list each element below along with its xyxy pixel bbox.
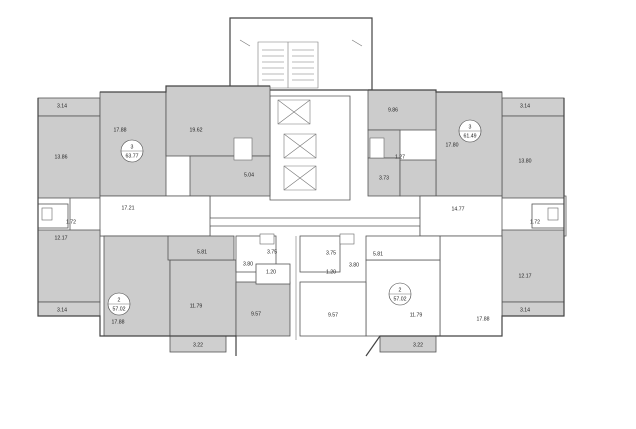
area-label: 1.72 [66,219,76,225]
apartment-rooms: 2 [118,297,121,303]
area-label: 12.17 [519,273,532,279]
area-label: 14.77 [452,206,465,212]
area-label: 9.57 [251,311,261,317]
area-label: 13.80 [519,158,532,164]
area-label: 3.75 [267,249,277,255]
area-label: 3.73 [379,175,389,181]
area-label: 3.80 [349,262,359,268]
apartment-rooms: 3 [131,144,134,150]
area-label: 17.21 [122,205,135,211]
outer-wall-left [37,85,270,356]
right-section [299,89,565,353]
area-label: 5.81 [373,251,383,257]
area-label: 3.14 [520,307,530,313]
area-label: 3.14 [57,103,67,109]
apartment-area: 57.02 [394,296,407,302]
outer-wall-right [365,89,565,357]
area-label: 1.20 [266,269,276,275]
apartment-area: 63.77 [126,153,139,159]
area-label: 3.75 [326,250,336,256]
area-label: 9.86 [388,107,398,113]
apartment-marker: 3 61.49 [458,119,482,143]
area-label: 17.80 [446,142,459,148]
area-label: 3.80 [243,261,253,267]
apartment-marker: 2 57.02 [107,292,131,316]
apartment-rooms: 3 [469,124,472,130]
stair-core [229,17,373,201]
apartment-marker: 3 63.77 [120,139,144,163]
area-label: 1.20 [326,269,336,275]
area-label: 9.57 [328,312,338,318]
left-section [37,85,291,353]
area-label: 5.04 [244,172,254,178]
area-label: 17.88 [112,319,125,325]
area-label: 3.22 [193,342,203,348]
area-label: 1.27 [395,154,405,160]
area-label: 17.88 [114,127,127,133]
area-label: 11.79 [190,303,203,309]
area-label: 17.88 [477,316,490,322]
apartment-area: 57.02 [113,306,126,312]
apartment-area: 61.49 [464,133,477,139]
area-label: 12.17 [55,235,68,241]
area-label: 3.14 [520,103,530,109]
apartment-marker: 2 57.02 [388,282,412,306]
area-label: 1.72 [530,219,540,225]
area-label: 3.22 [413,342,423,348]
area-label: 13.86 [55,154,68,160]
area-label: 19.62 [190,127,203,133]
apartment-rooms: 2 [399,287,402,293]
area-label: 3.14 [57,307,67,313]
area-label: 5.81 [197,249,207,255]
area-labels: 3.14 17.88 19.62 13.86 5.04 17.21 1.72 1… [55,103,541,348]
area-label: 11.79 [410,312,423,318]
